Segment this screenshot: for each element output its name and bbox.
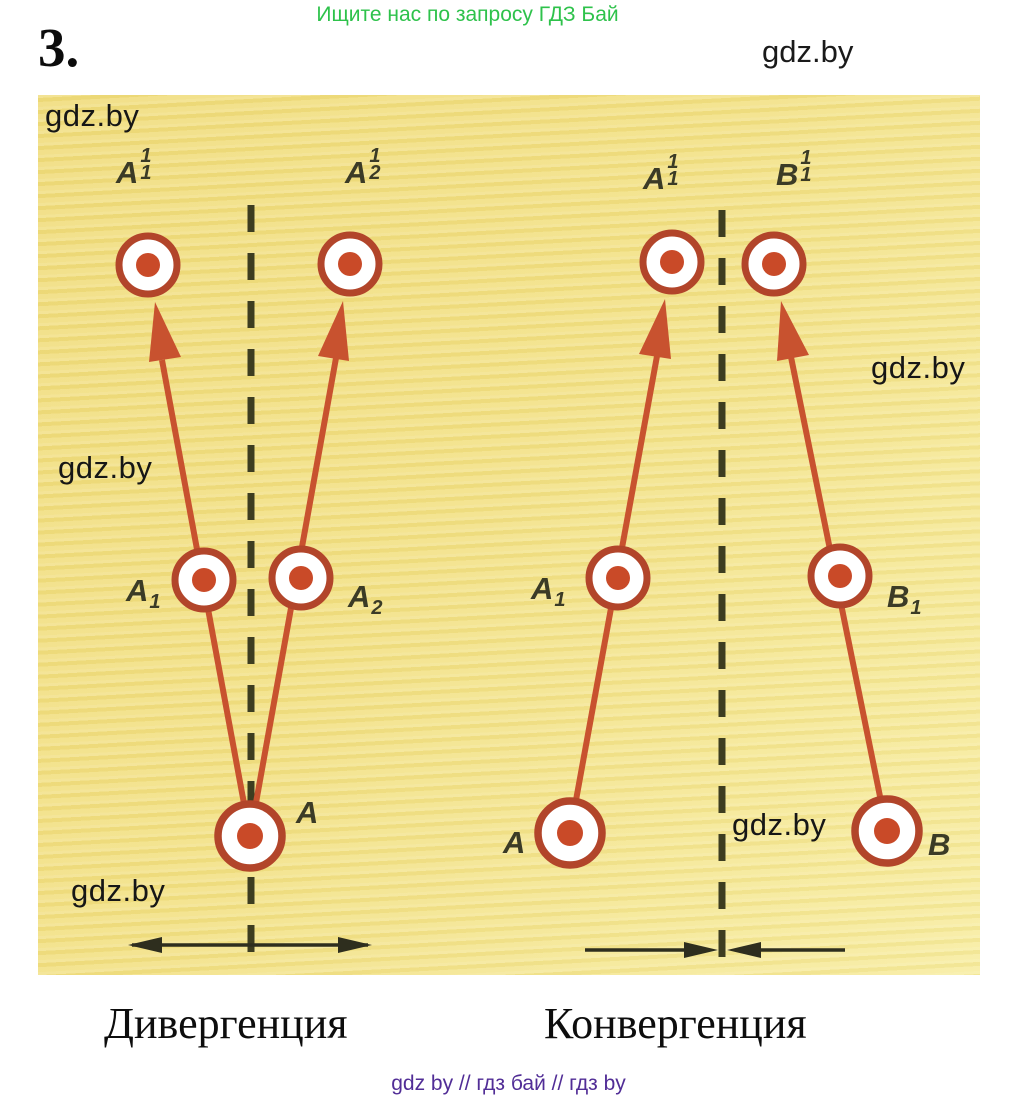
label-indices: 1 1	[800, 147, 812, 186]
divergence-arrowhead-left	[149, 302, 181, 362]
textbook-figure: gdz.by gdz.by gdz.by gdz.by gdz.by A 1 1…	[38, 95, 980, 975]
footer-watermark: gdz by // гдз бай // гдз by	[391, 1072, 626, 1095]
target-circle-a1-mid-right	[585, 545, 651, 611]
label-divergence-a1: A 1	[126, 573, 161, 612]
caption-convergence: Конвергенция	[544, 999, 807, 1048]
convergence-squeeze-arrowhead-left	[684, 942, 718, 958]
exercise-number: 3.	[38, 17, 80, 78]
label-divergence-a2: A 2	[348, 579, 383, 618]
site-watermark-figure-1: gdz.by	[45, 98, 140, 133]
divergence-diagram	[115, 205, 383, 966]
label-subscript: 2	[371, 597, 383, 619]
convergence-diagram	[534, 210, 923, 966]
divergence-spread-arrowhead-left	[128, 937, 162, 953]
label-letter: A	[126, 573, 149, 608]
label-indices: 1 1	[667, 151, 679, 190]
promo-banner: Ищите нас по запросу ГДЗ Бай	[316, 3, 619, 26]
label-letter: A	[503, 825, 526, 860]
label-convergence-b1: B 1	[887, 579, 922, 618]
site-watermark-figure-4: gdz.by	[71, 873, 166, 908]
target-circle-a2-mid	[268, 545, 334, 611]
diagram-svg	[115, 205, 923, 966]
label-letter: A	[296, 795, 319, 830]
label-letter: A	[348, 579, 371, 614]
label-subscript: 1	[149, 591, 161, 613]
site-watermark-figure-3: gdz.by	[871, 350, 966, 385]
target-circle-b-bottom-right	[851, 795, 923, 867]
label-subscript: 2	[369, 162, 381, 184]
label-divergence-a1-derived: A 1 1	[116, 146, 152, 191]
label-divergence-a2-derived: A 1 2	[345, 146, 381, 191]
caption-divergence: Дивергенция	[104, 999, 348, 1048]
target-circle-a-bottom	[214, 800, 286, 872]
label-letter: B	[776, 157, 799, 192]
label-subscript: 1	[800, 164, 812, 186]
label-convergence-ancestor-a: A	[503, 827, 525, 858]
label-convergence-ancestor-b: B	[928, 829, 950, 860]
label-superscript: 1	[800, 147, 812, 169]
target-circle-b1-mid-right	[807, 543, 873, 609]
convergence-arrowhead-a	[639, 299, 671, 359]
label-subscript: 1	[140, 162, 152, 184]
site-watermark-top: gdz.by	[762, 34, 854, 69]
label-superscript: 1	[140, 145, 152, 167]
label-subscript: 1	[667, 168, 679, 190]
convergence-squeeze-arrowhead-right	[727, 942, 761, 958]
target-circle-a1sup-top	[639, 229, 705, 295]
label-indices: 1 2	[369, 145, 381, 184]
label-letter: A	[643, 161, 666, 196]
label-divergence-ancestor-a: A	[296, 797, 318, 828]
label-letter: B	[928, 827, 951, 862]
target-circle-a2-top	[317, 231, 383, 297]
target-circle-a1-top	[115, 232, 181, 298]
label-letter: A	[531, 571, 554, 606]
label-convergence-b1-derived: B 1 1	[776, 148, 812, 193]
target-circle-a1-mid	[171, 547, 237, 613]
convergence-arrowhead-b	[777, 301, 809, 361]
label-subscript: 1	[910, 597, 922, 619]
label-superscript: 1	[667, 151, 679, 173]
label-letter: A	[116, 155, 139, 190]
label-convergence-a1: A 1	[531, 571, 566, 610]
site-watermark-figure-2: gdz.by	[58, 450, 153, 485]
label-convergence-a1-derived: A 1 1	[643, 152, 679, 197]
divergence-arrowhead-right	[318, 301, 349, 361]
target-circle-a-bottom-right	[534, 797, 606, 869]
target-circle-b1sup-top	[741, 231, 807, 297]
site-watermark-figure-5: gdz.by	[732, 807, 827, 842]
label-superscript: 1	[369, 145, 381, 167]
label-letter: B	[887, 579, 910, 614]
label-letter: A	[345, 155, 368, 190]
label-indices: 1 1	[140, 145, 152, 184]
divergence-spread-arrowhead-right	[338, 937, 372, 953]
label-subscript: 1	[554, 589, 566, 611]
